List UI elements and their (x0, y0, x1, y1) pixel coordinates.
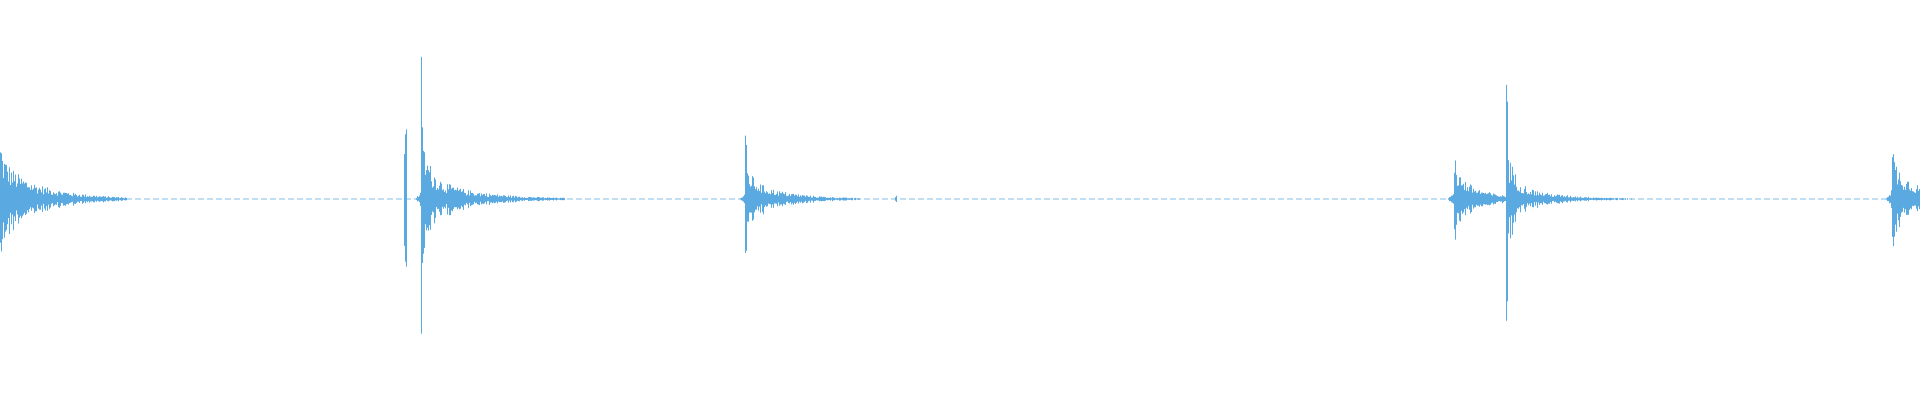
waveform-envelope (0, 56, 1920, 334)
